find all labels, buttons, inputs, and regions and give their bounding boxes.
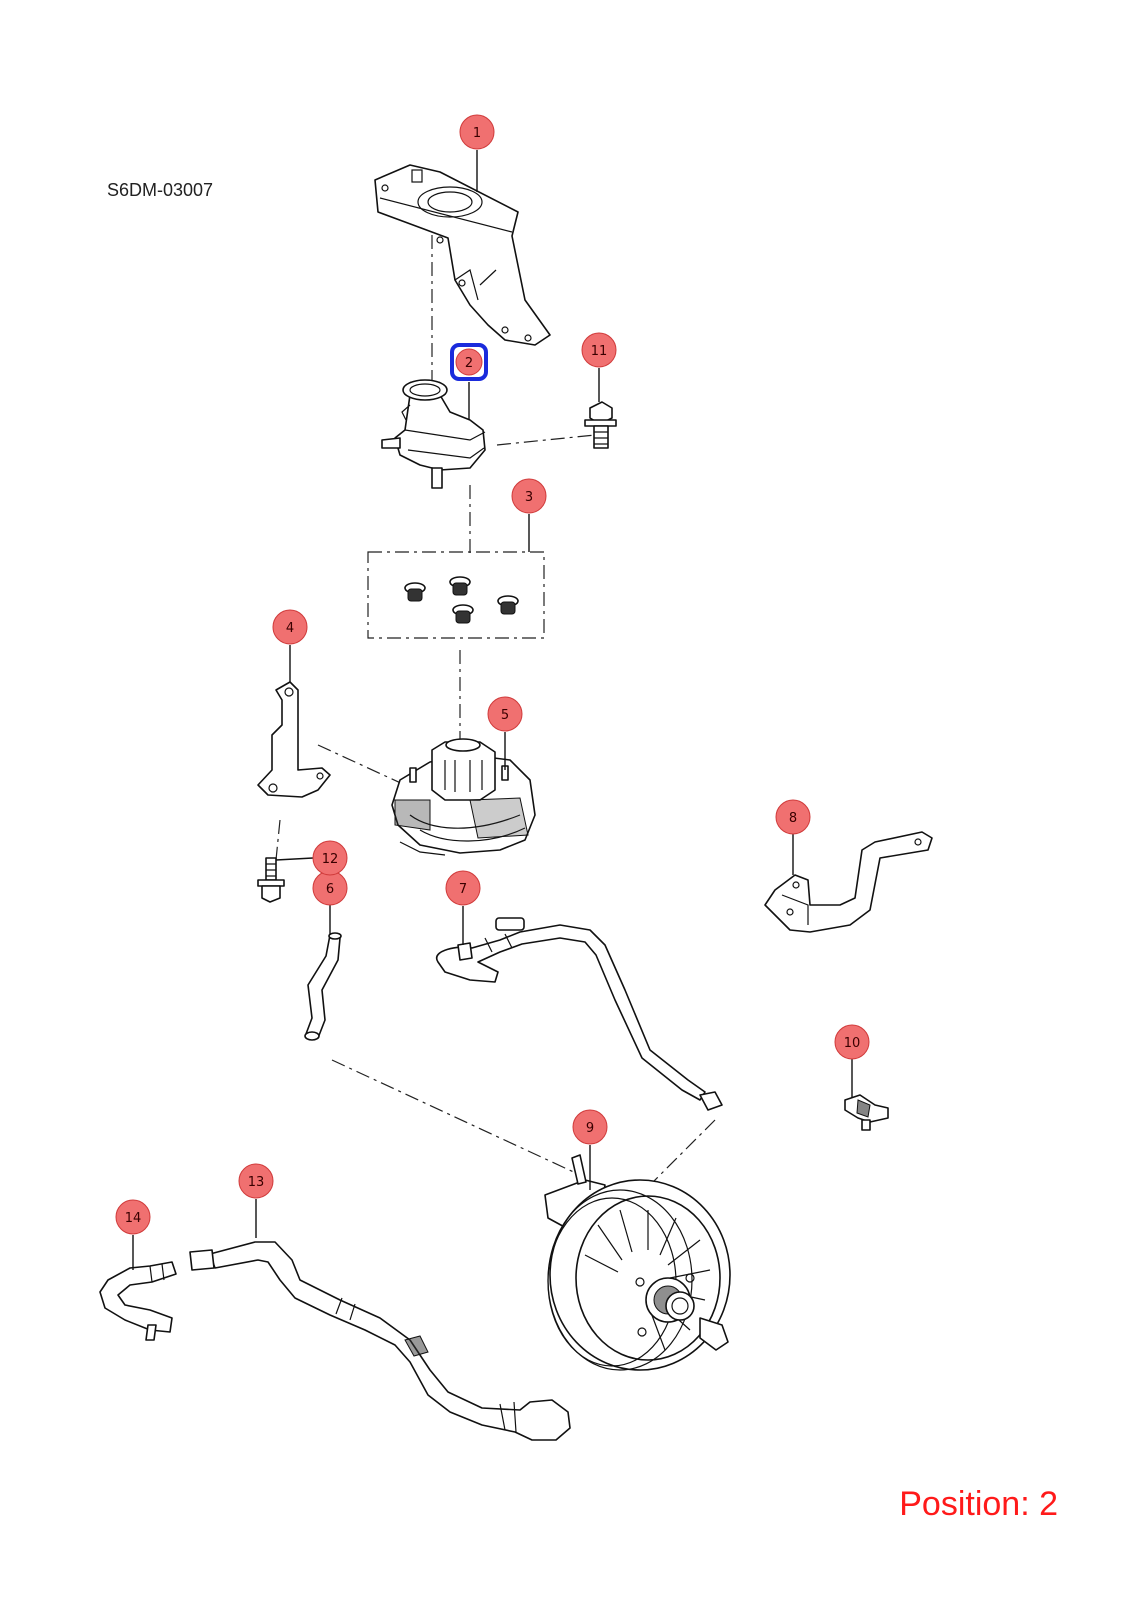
part-8-bracket [764,831,933,933]
callout-circle[interactable] [455,348,483,376]
callout-5[interactable]: 5 [487,696,523,732]
callout-circle[interactable] [445,870,481,906]
part-14-hose-elbow [99,1261,177,1341]
callout-number: 5 [501,708,509,723]
callout-number: 8 [789,811,797,826]
callout-number: 13 [248,1175,265,1190]
callout-14[interactable]: 14 [115,1199,151,1235]
callout-number: 2 [465,356,473,371]
part-4-mount-bracket [257,681,331,798]
part-13-vacuum-hose [189,1241,571,1441]
callout-11[interactable]: 11 [581,332,617,368]
callout-number: 1 [473,126,481,141]
callout-leaders [132,150,853,1270]
part-10-sensor [844,1094,889,1131]
callout-number: 11 [591,344,608,359]
callout-number: 3 [525,490,533,505]
callout-number: 14 [125,1211,142,1226]
part-1-bracket [374,164,551,346]
part-6-hose [304,932,342,1041]
callout-number: 9 [586,1121,594,1136]
part-2-reservoir [381,379,486,489]
callout-number: 10 [844,1036,861,1051]
callout-circle[interactable] [459,114,495,150]
callout-circle[interactable] [115,1199,151,1235]
part-5-abs-module [391,738,536,856]
callout-circle[interactable] [487,696,523,732]
callout-number: 7 [459,882,467,897]
callout-circle[interactable] [238,1163,274,1199]
callout-circle[interactable] [834,1024,870,1060]
diagram-reference-code: S6DM-03007 [107,180,214,200]
callout-circle[interactable] [511,478,547,514]
callout-circle[interactable] [572,1109,608,1145]
part-9-brake-booster [544,1154,731,1371]
callout-circle[interactable] [312,840,348,876]
callout-number: 4 [286,621,294,636]
part-12-bolt [257,857,285,903]
callout-circle[interactable] [581,332,617,368]
position-indicator: Position: 2 [899,1485,1058,1523]
callout-10[interactable]: 10 [834,1024,870,1060]
callout-number: 12 [322,852,339,867]
callout-1[interactable]: 1 [459,114,495,150]
callout-9[interactable]: 9 [572,1109,608,1145]
callout-8[interactable]: 8 [775,799,811,835]
part-11-bolt [584,401,617,449]
callout-6[interactable]: 6 [312,870,348,906]
callout-3[interactable]: 3 [511,478,547,514]
callout-7[interactable]: 7 [445,870,481,906]
part-7-vacuum-line [435,917,723,1111]
callout-4[interactable]: 4 [272,609,308,645]
callout-13[interactable]: 13 [238,1163,274,1199]
callout-number: 6 [326,882,334,897]
callout-12[interactable]: 12 [312,840,348,876]
callout-circle[interactable] [775,799,811,835]
callout-circle[interactable] [272,609,308,645]
selected-callout-highlight [450,343,488,381]
callout-2[interactable]: 2 [450,343,488,381]
part-3-grommet-set [367,551,545,639]
